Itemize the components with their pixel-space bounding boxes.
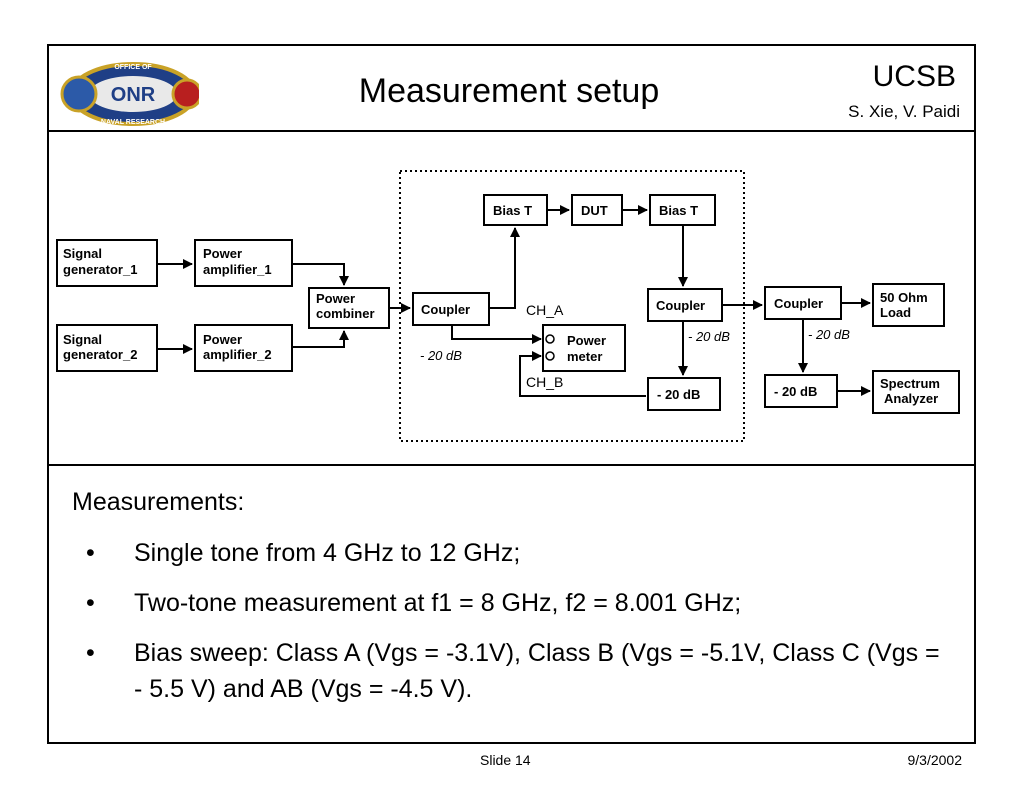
slide-date: 9/3/2002	[907, 752, 963, 768]
marine-seal-icon	[171, 78, 199, 110]
measurements-list: • Single tone from 4 GHz to 12 GHz; • Two-…	[72, 535, 952, 707]
onr-logo: OFFICE OF ONR NAVAL RESEARCH	[60, 62, 199, 126]
list-item-text: Bias sweep: Class A (Vgs = -3.1V), Class…	[134, 639, 940, 703]
power-amplifier-1-line2: amplifier_1	[203, 262, 272, 277]
list-item: • Two-tone measurement at f1 = 8 GHz, f2 …	[72, 585, 952, 621]
slide-number: Slide 14	[480, 752, 531, 768]
power-combiner-line2: combiner	[316, 306, 375, 321]
navy-seal-icon	[60, 75, 98, 113]
coupler-3-label: Coupler	[774, 296, 823, 311]
measurements-section: Measurements: • Single tone from 4 GHz to…	[72, 488, 952, 721]
power-combiner-line1: Power	[316, 291, 355, 306]
bullet-icon: •	[86, 589, 95, 617]
list-item: • Single tone from 4 GHz to 12 GHz;	[72, 535, 952, 571]
spectrum-analyzer-line1: Spectrum	[880, 376, 940, 391]
list-item: • Bias sweep: Class A (Vgs = -3.1V), Clas…	[72, 635, 952, 707]
ch-b-label: CH_B	[526, 374, 563, 390]
logo-text-bottom: NAVAL RESEARCH	[101, 119, 165, 126]
list-item-text: Single tone from 4 GHz to 12 GHz;	[134, 539, 521, 567]
signal-generator-1-line1: Signal	[63, 246, 102, 261]
coupler-2-label: Coupler	[656, 298, 705, 313]
attenuator-2-label: - 20 dB	[774, 384, 817, 399]
slide-frame: OFFICE OF ONR NAVAL RESEARCH Measurement…	[47, 44, 976, 744]
bias-t-1-label: Bias T	[493, 203, 532, 218]
power-meter-line1: Power	[567, 333, 606, 348]
coupler-1-attenuation-label: - 20 dB	[420, 348, 462, 363]
test-fixture-boundary	[399, 170, 745, 442]
diagram-divider	[49, 464, 974, 466]
power-meter-line2: meter	[567, 349, 602, 364]
measurement-diagram: Signal generator_1 Signal generator_2 Po…	[56, 170, 960, 442]
header-divider	[49, 130, 974, 132]
dut-label: DUT	[581, 203, 608, 218]
coupler-3-attenuation-label: - 20 dB	[808, 327, 850, 342]
spectrum-analyzer-line2: Analyzer	[884, 391, 938, 406]
load-line1: 50 Ohm	[880, 290, 928, 305]
logo-text-mid: ONR	[111, 84, 156, 106]
power-amplifier-1-line1: Power	[203, 246, 242, 261]
bullet-icon: •	[86, 539, 95, 567]
list-item-text: Two-tone measurement at f1 = 8 GHz, f2 =…	[134, 589, 742, 617]
coupler-1-label: Coupler	[421, 302, 470, 317]
measurements-heading: Measurements:	[72, 488, 245, 516]
signal-generator-2-line2: generator_2	[63, 347, 137, 362]
organization: UCSB	[872, 60, 956, 93]
signal-generator-1-line2: generator_1	[63, 262, 137, 277]
page-title: Measurement setup	[358, 72, 660, 110]
load-line2: Load	[880, 305, 911, 320]
power-amplifier-2-line1: Power	[203, 332, 242, 347]
power-amplifier-2-line2: amplifier_2	[203, 347, 272, 362]
coupler-2-attenuation-label: - 20 dB	[688, 329, 730, 344]
bullet-icon: •	[86, 639, 95, 667]
attenuator-1-label: - 20 dB	[657, 387, 700, 402]
logo-text-top: OFFICE OF	[114, 64, 152, 71]
signal-generator-2-line1: Signal	[63, 332, 102, 347]
ch-a-label: CH_A	[526, 302, 564, 318]
bias-t-2-label: Bias T	[659, 203, 698, 218]
authors: S. Xie, V. Paidi	[848, 102, 960, 121]
